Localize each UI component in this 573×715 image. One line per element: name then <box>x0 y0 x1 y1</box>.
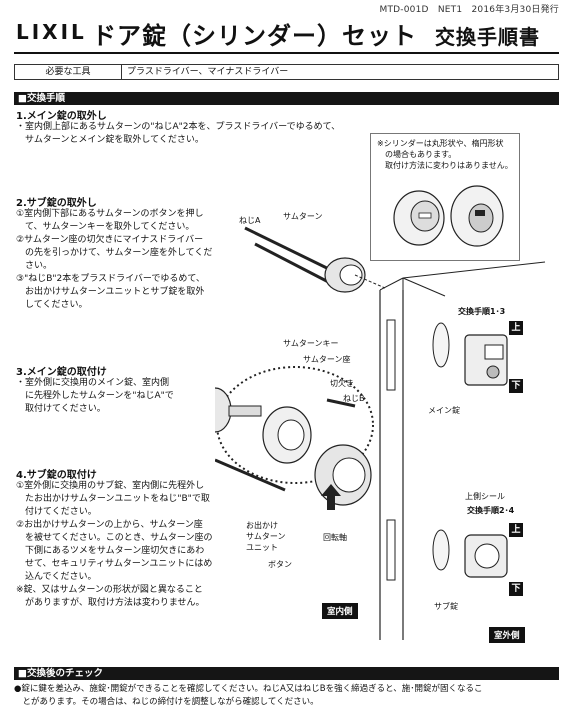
door-frame <box>379 261 546 640</box>
title-main: ドア錠（シリンダー）セット <box>92 22 417 50</box>
tools-box: 必要な工具 プラスドライバー、マイナスドライバー <box>14 64 559 80</box>
assembly-diagram <box>215 226 546 640</box>
lower-marker-2: 下 <box>509 582 523 596</box>
check-text: ●錠に鍵を差込み、施錠･開錠ができることを確認してください。ねじA又はねじBを強… <box>14 684 483 707</box>
label-procedure-13: 交換手順1･3 <box>458 307 506 316</box>
detail-ring <box>216 366 374 484</box>
label-button: ボタン <box>268 560 292 569</box>
lixil-logo: LIXIL <box>16 20 87 44</box>
upper-thumbturn <box>244 226 386 293</box>
page-title: ドア錠（シリンダー）セット交換手順書 <box>92 16 540 51</box>
lower-marker-1: 下 <box>509 379 523 393</box>
label-main-lock: メイン錠 <box>428 406 460 415</box>
note-line: の場合もあります。 <box>377 150 457 159</box>
thumbturn-key <box>215 387 262 433</box>
section-check-bar: ■交換後のチェック <box>14 667 559 680</box>
label-procedure-24: 交換手順2･4 <box>467 506 515 515</box>
label-notch: 切欠き <box>330 379 354 388</box>
note-line: ※シリンダーは丸形状や、楕円形状 <box>377 139 504 148</box>
thumbturn-seat <box>262 406 312 464</box>
screw-b-lower <box>215 458 286 492</box>
step3-heading: 3.メイン錠の取付け <box>16 367 107 378</box>
main-lock-outside <box>432 322 508 386</box>
sub-lock-outside <box>432 529 508 578</box>
label-upper-seal: 上側シール <box>465 492 505 501</box>
arrow-up-icon <box>321 484 341 510</box>
step2-text: ①室内側下部にあるサムターンのボタンを押し て、サムターンキーを取外してください… <box>16 209 213 310</box>
document-info: MTD-001D NET1 2016年3月30日発行 <box>379 5 559 15</box>
section-procedure-bar: ■交換手順 <box>14 92 559 105</box>
screw-b-upper <box>326 398 356 408</box>
step4-heading: 4.サブ錠の取付け <box>16 470 97 481</box>
round-cylinder-icon <box>393 190 445 246</box>
label-thumbturn: サムターン <box>283 212 323 221</box>
title-sub: 交換手順書 <box>435 25 540 49</box>
step2-heading: 2.サブ錠の取外し <box>16 198 97 209</box>
step1-heading: 1.メイン錠の取外し <box>16 111 107 122</box>
note-line: 取付け方法に変わりはありません。 <box>377 161 513 170</box>
cylinder-shapes-illustration <box>393 185 504 247</box>
title-rule <box>14 52 559 54</box>
tools-label: 必要な工具 <box>15 65 122 79</box>
label-thumbturn-key: サムターンキー <box>283 339 339 348</box>
outdoor-label: 室外側 <box>489 627 525 643</box>
label-screw-b: ねじB <box>343 394 365 403</box>
label-rotation-axis: 回転軸 <box>323 533 347 542</box>
indoor-label: 室内側 <box>322 603 358 619</box>
cylinder-note-box: ※シリンダーは丸形状や、楕円形状 の場合もあります。 取付け方法に変わりはありま… <box>370 133 520 261</box>
step1-text: ・室内側上部にあるサムターンの"ねじA"2本を、プラスドライバーでゆるめて、 サ… <box>16 122 341 145</box>
tools-value: プラスドライバー、マイナスドライバー <box>127 67 289 77</box>
upper-marker-1: 上 <box>509 321 523 335</box>
label-outing-unit: お出かけ サムターン ユニット <box>246 521 286 552</box>
oval-cylinder-icon <box>450 185 504 247</box>
step4-text: ①室外側に交換用のサブ錠、室内側に先程外し たお出かけサムターンユニットをねじ"… <box>16 481 213 608</box>
step3-text: ・室外側に交換用のメイン錠、室内側 に先程外したサムターンを"ねじA"で 取付け… <box>16 378 174 414</box>
upper-marker-2: 上 <box>509 523 523 537</box>
label-sub-lock: サブ錠 <box>434 602 458 611</box>
label-screw-a: ねじA <box>239 216 261 225</box>
outing-thumbturn-unit <box>314 444 372 510</box>
label-thumbturn-seat: サムターン座 <box>303 355 351 364</box>
